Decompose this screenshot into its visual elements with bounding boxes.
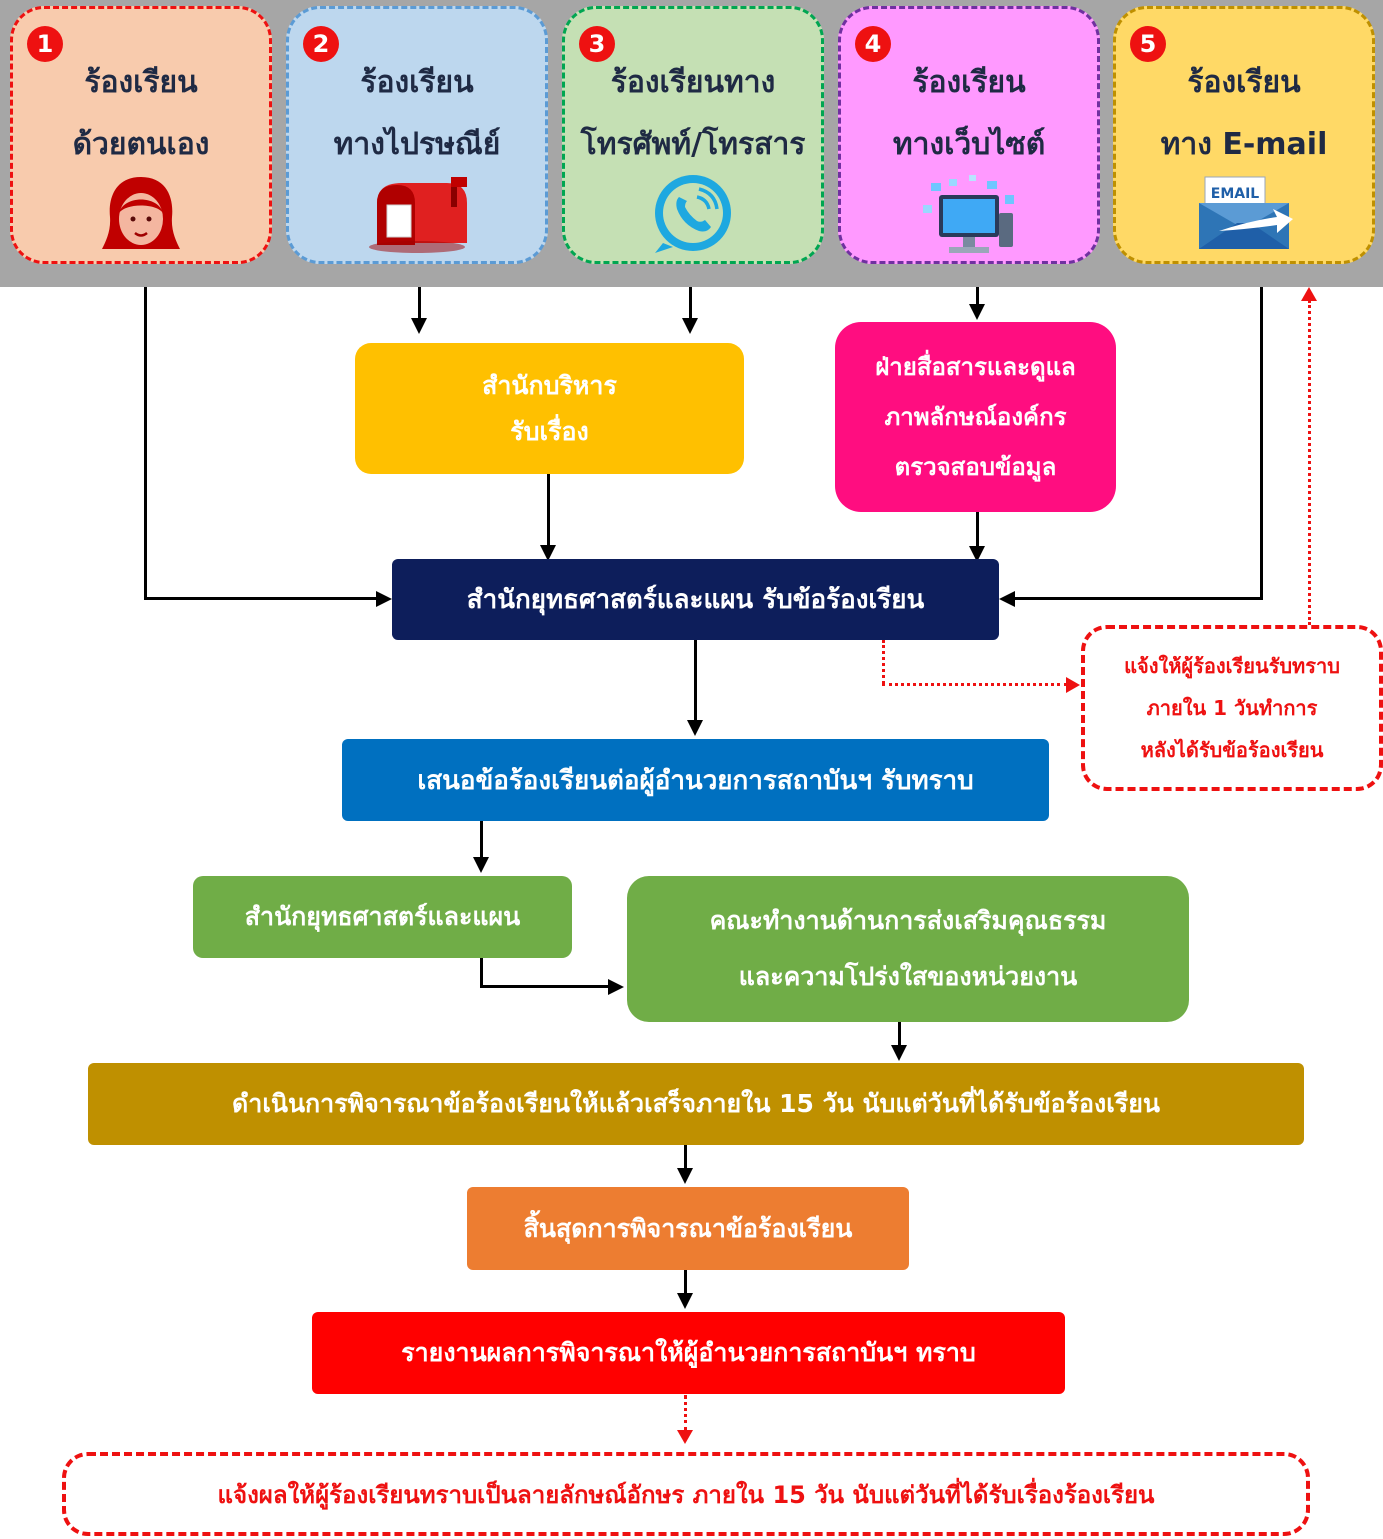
final-note: แจ้งผลให้ผู้ร้องเรียนทราบเป็นลายลักษณ์อั… bbox=[62, 1452, 1310, 1536]
arrow-head bbox=[677, 1168, 693, 1184]
strategy-receive-box: สำนักยุทธศาสตร์และแผน รับข้อร้องเรียน bbox=[392, 559, 999, 640]
channel-title: ร้องเรียน bbox=[84, 65, 198, 100]
dotted-connector bbox=[882, 683, 1067, 686]
box-line: สำนักยุทธศาสตร์และแผน bbox=[244, 902, 521, 931]
arrow-head bbox=[540, 545, 556, 561]
finish-box: สิ้นสุดการพิจารณาข้อร้องเรียน bbox=[467, 1187, 909, 1270]
step-number-badge: 3 bbox=[579, 26, 615, 62]
arrow-head bbox=[999, 591, 1015, 607]
channel-phone-fax: 3 ร้องเรียนทาง โทรศัพท์/โทรสาร bbox=[562, 6, 824, 264]
step-number-badge: 2 bbox=[303, 26, 339, 62]
strategy-office-box: สำนักยุทธศาสตร์และแผน bbox=[193, 876, 572, 958]
channel-subtitle: ทาง E-mail bbox=[1160, 127, 1328, 162]
channel-subtitle: ทางเว็บไซต์ bbox=[892, 127, 1046, 162]
connector-line bbox=[1014, 597, 1263, 600]
box-line: ภาพลักษณ์องค์กร bbox=[884, 403, 1067, 431]
notify-note: แจ้งให้ผู้ร้องเรียนรับทราบ ภายใน 1 วันทำ… bbox=[1081, 625, 1383, 791]
channel-subtitle: ด้วยตนเอง bbox=[72, 127, 210, 162]
note-line: แจ้งให้ผู้ร้องเรียนรับทราบ bbox=[1124, 654, 1340, 678]
box-line: คณะทำงานด้านการส่งเสริมคุณธรรม bbox=[709, 906, 1107, 935]
step-number-badge: 5 bbox=[1130, 26, 1166, 62]
step-number-badge: 1 bbox=[27, 26, 63, 62]
phone-icon bbox=[645, 173, 741, 259]
dotted-connector bbox=[684, 1395, 687, 1431]
computer-icon bbox=[909, 173, 1029, 269]
connector-line bbox=[1260, 287, 1263, 600]
email-icon-text: EMAIL bbox=[1211, 186, 1260, 202]
channel-in-person: 1 ร้องเรียน ด้วยตนเอง bbox=[10, 6, 272, 264]
connector-line bbox=[418, 287, 421, 319]
arrow-head bbox=[1066, 677, 1080, 693]
box-line: รับเรื่อง bbox=[510, 416, 589, 446]
note-line: แจ้งผลให้ผู้ร้องเรียนทราบเป็นลายลักษณ์อั… bbox=[217, 1480, 1155, 1509]
arrow-head bbox=[608, 979, 624, 995]
arrow-head bbox=[411, 318, 427, 334]
propose-box: เสนอข้อร้องเรียนต่อผู้อำนวยการสถาบันฯ รั… bbox=[342, 739, 1049, 821]
process-box: ดำเนินการพิจารณาข้อร้องเรียนให้แล้วเสร็จ… bbox=[88, 1063, 1304, 1145]
arrow-head bbox=[677, 1293, 693, 1309]
arrow-head bbox=[473, 857, 489, 873]
channel-website: 4 ร้องเรียน ทางเว็บไซต์ bbox=[838, 6, 1100, 264]
connector-line bbox=[144, 287, 147, 600]
connector-line bbox=[694, 640, 697, 722]
arrow-head bbox=[1301, 287, 1317, 301]
admin-office-box: สำนักบริหาร รับเรื่อง bbox=[355, 343, 744, 474]
arrow-head bbox=[969, 546, 985, 562]
step-number-badge: 4 bbox=[855, 26, 891, 62]
person-icon bbox=[96, 173, 186, 257]
channel-email: 5 ร้องเรียน ทาง E-mail EMAIL bbox=[1113, 6, 1375, 264]
comm-unit-box: ฝ่ายสื่อสารและดูแล ภาพลักษณ์องค์กร ตรวจส… bbox=[835, 322, 1116, 512]
working-group-box: คณะทำงานด้านการส่งเสริมคุณธรรม และความโป… bbox=[627, 876, 1189, 1022]
box-line: และความโปร่งใสของหน่วยงาน bbox=[738, 962, 1078, 991]
note-line: หลังได้รับข้อร้องเรียน bbox=[1140, 738, 1324, 762]
box-line: เสนอข้อร้องเรียนต่อผู้อำนวยการสถาบันฯ รั… bbox=[417, 765, 974, 796]
connector-line bbox=[144, 597, 376, 600]
box-line: สำนักบริหาร bbox=[482, 370, 617, 400]
box-line: สิ้นสุดการพิจารณาข้อร้องเรียน bbox=[523, 1213, 853, 1243]
connector-line bbox=[898, 1022, 901, 1046]
arrow-head bbox=[969, 304, 985, 320]
note-line: ภายใน 1 วันทำการ bbox=[1146, 696, 1318, 720]
connector-line bbox=[684, 1145, 687, 1169]
mailbox-icon bbox=[357, 173, 477, 259]
channel-subtitle: ทางไปรษณีย์ bbox=[333, 127, 501, 162]
box-line: รายงานผลการพิจารณาให้ผู้อำนวยการสถาบันฯ … bbox=[401, 1338, 976, 1367]
email-icon: EMAIL bbox=[1189, 173, 1299, 259]
connector-line bbox=[480, 985, 609, 988]
connector-line bbox=[689, 287, 692, 319]
dotted-connector bbox=[1308, 300, 1311, 625]
box-line: สำนักยุทธศาสตร์และแผน รับข้อร้องเรียน bbox=[466, 585, 925, 615]
channel-title: ร้องเรียนทาง bbox=[610, 65, 776, 100]
channel-title: ร้องเรียน bbox=[912, 65, 1026, 100]
dotted-connector bbox=[882, 640, 885, 684]
arrow-head bbox=[682, 318, 698, 334]
box-line: ตรวจสอบข้อมูล bbox=[894, 453, 1057, 481]
connector-line bbox=[547, 474, 550, 546]
report-box: รายงานผลการพิจารณาให้ผู้อำนวยการสถาบันฯ … bbox=[312, 1312, 1065, 1394]
arrow-head bbox=[677, 1430, 693, 1444]
channel-post: 2 ร้องเรียน ทางไปรษณีย์ bbox=[286, 6, 548, 264]
box-line: ดำเนินการพิจารณาข้อร้องเรียนให้แล้วเสร็จ… bbox=[232, 1089, 1160, 1118]
connector-line bbox=[976, 287, 979, 305]
channel-subtitle: โทรศัพท์/โทรสาร bbox=[580, 127, 806, 162]
connector-line bbox=[976, 512, 979, 548]
connector-line bbox=[684, 1270, 687, 1294]
channel-title: ร้องเรียน bbox=[360, 65, 474, 100]
box-line: ฝ่ายสื่อสารและดูแล bbox=[875, 353, 1076, 381]
arrow-head bbox=[687, 720, 703, 736]
connector-line bbox=[480, 958, 483, 988]
arrow-head bbox=[376, 591, 392, 607]
channel-title: ร้องเรียน bbox=[1187, 65, 1301, 100]
arrow-head bbox=[891, 1045, 907, 1061]
connector-line bbox=[480, 821, 483, 859]
